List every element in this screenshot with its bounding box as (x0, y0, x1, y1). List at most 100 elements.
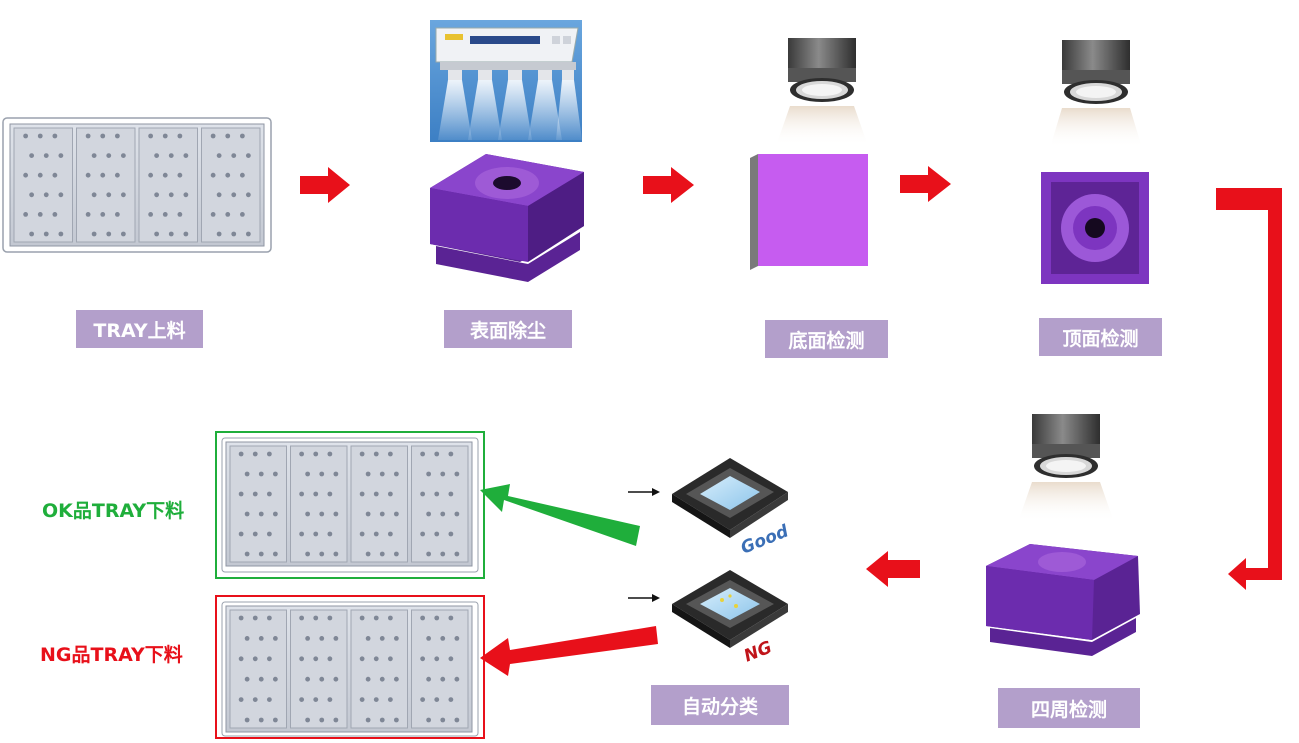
tray-hole (393, 717, 399, 723)
tray-hole (252, 451, 258, 457)
tray-compartment (138, 127, 198, 243)
tray-hole (183, 192, 189, 198)
tray-hole (258, 511, 264, 517)
tray-hole (319, 676, 325, 682)
top-part-image (1041, 172, 1149, 284)
tray-hole (245, 153, 251, 159)
tray-hole (106, 192, 112, 198)
tray-hole (426, 471, 432, 477)
tray-hole (305, 471, 311, 477)
flow-arrow-1 (300, 167, 350, 203)
tray-hole (420, 451, 426, 457)
tray-hole (23, 172, 29, 178)
tray-hole (440, 511, 446, 517)
tray-hole (319, 511, 325, 517)
ng-arrow (480, 626, 658, 676)
tray-hole (120, 153, 126, 159)
tray-hole (426, 717, 432, 723)
tray-hole (225, 212, 231, 217)
tray-hole (91, 153, 97, 159)
tray-hole (252, 491, 258, 497)
tray-compartment (201, 127, 261, 243)
tray-hole (210, 172, 216, 178)
tray-hole (162, 133, 168, 139)
label-ng-output: NG品TRAY下料 (40, 644, 183, 666)
tray-hole (327, 531, 333, 537)
tray-hole (120, 192, 126, 198)
label-top-inspect: 顶面检测 (1039, 318, 1162, 356)
tray-hole (231, 231, 237, 237)
tray-hole (426, 551, 432, 557)
tray-hole (454, 551, 460, 557)
tray-hole (252, 615, 258, 621)
tray-hole (85, 133, 91, 139)
tray-hole (114, 133, 120, 139)
tray-hole (454, 471, 460, 477)
tray-hole (454, 676, 460, 682)
tray-hole (245, 192, 251, 198)
tray-hole (313, 615, 319, 621)
tray-hole (238, 697, 244, 702)
tray-hole (58, 231, 64, 237)
tray-hole (365, 676, 371, 682)
tray-hole (379, 511, 385, 517)
tray-hole (29, 192, 35, 198)
tray-hole (454, 636, 460, 641)
tray-hole (210, 212, 216, 217)
tray-hole (379, 551, 385, 557)
tray-hole (426, 511, 432, 517)
tray-compartment (13, 127, 73, 243)
bottom-camera-image (776, 38, 868, 146)
tray-hole (266, 451, 272, 457)
tray-hole (333, 511, 339, 517)
tray-hole (365, 636, 371, 641)
tray-hole (333, 551, 339, 557)
side-part-image (986, 544, 1140, 656)
tray-hole (58, 192, 64, 198)
tray-hole (365, 551, 371, 557)
tray-hole (365, 471, 371, 477)
tray-hole (225, 172, 231, 178)
tray-hole (43, 231, 49, 237)
tray-hole (327, 615, 333, 621)
tray-hole (327, 451, 333, 457)
tray-hole (434, 615, 440, 621)
flow-arrow-3 (900, 166, 951, 202)
tray-compartment (290, 445, 348, 563)
tray-hole (305, 676, 311, 682)
tray-hole (244, 471, 250, 477)
tray-hole (231, 153, 237, 159)
tray-hole (154, 192, 160, 198)
tray-hole (177, 212, 183, 217)
tray-hole (387, 697, 393, 702)
tray-compartment (411, 445, 469, 563)
tray-hole (154, 231, 160, 237)
tray-hole (426, 636, 432, 641)
tray-hole (148, 133, 154, 139)
tray-hole (272, 511, 278, 517)
tray-hole (305, 636, 311, 641)
ok-arrow (480, 484, 640, 546)
tray-hole (393, 636, 399, 641)
tray-hole (238, 656, 244, 662)
tray-hole (299, 531, 305, 537)
tray-hole (244, 636, 250, 641)
tray-hole (393, 676, 399, 682)
purple-part-image (430, 154, 584, 282)
tray-hole (252, 656, 258, 662)
tray-hole (239, 172, 245, 178)
tray-hole (313, 531, 319, 537)
tray-hole (319, 551, 325, 557)
tray-hole (183, 153, 189, 159)
tray-hole (258, 471, 264, 477)
tray-hole (379, 636, 385, 641)
tray-hole (244, 551, 250, 557)
tray-hole (238, 491, 244, 497)
tray-hole (238, 531, 244, 537)
tray-hole (440, 676, 446, 682)
tray-hole (91, 192, 97, 198)
tray-hole (225, 133, 231, 139)
label-surface-clean: 表面除尘 (444, 310, 572, 348)
tray-hole (23, 212, 29, 217)
tray-hole (359, 451, 365, 457)
